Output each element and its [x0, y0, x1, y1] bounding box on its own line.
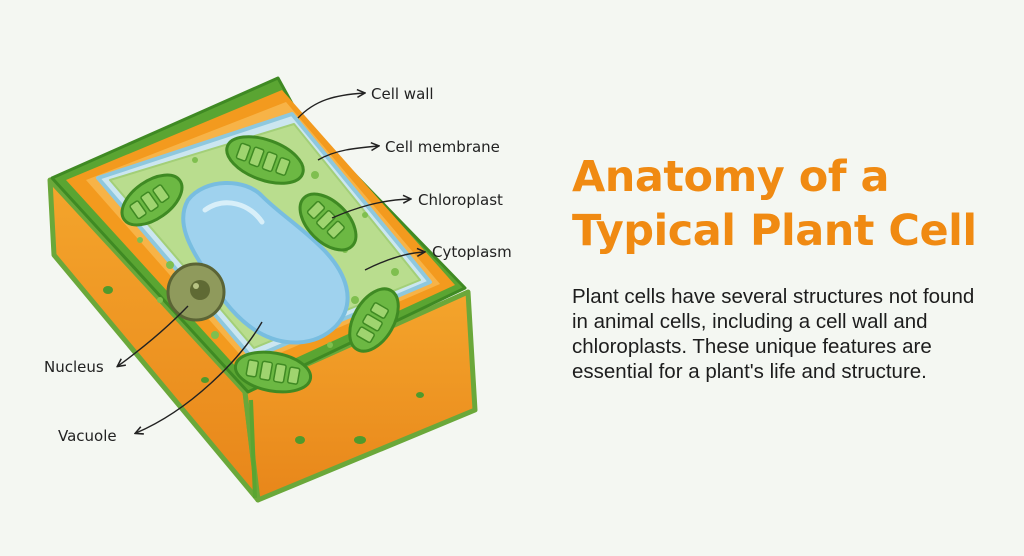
plant-cell-diagram: Cell wall Cell membrane Chloroplast Cyto… — [44, 76, 512, 503]
leader-cell-wall — [297, 93, 364, 119]
title-line-2: Typical Plant Cell — [572, 206, 977, 256]
leader-nucleus — [118, 305, 189, 366]
page-title: Anatomy of a Typical Plant Cell — [572, 150, 1012, 258]
label-vacuole: Vacuole — [58, 427, 117, 445]
chloroplast-far-right — [348, 287, 400, 353]
label-nucleus: Nucleus — [44, 358, 104, 376]
chloroplast-left — [120, 173, 184, 227]
label-chloroplast: Chloroplast — [418, 191, 503, 209]
label-cytoplasm: Cytoplasm — [432, 243, 512, 261]
nucleus — [166, 262, 226, 322]
chloroplast-right — [298, 192, 358, 252]
description: Plant cells have several structures not … — [572, 285, 975, 383]
leader-cell-membrane — [317, 146, 378, 161]
title-line-1: Anatomy of a — [572, 152, 890, 202]
chloroplast-top — [225, 135, 305, 185]
leader-vacuole — [136, 321, 263, 433]
label-cell-membrane: Cell membrane — [385, 138, 500, 156]
leader-cytoplasm — [364, 252, 424, 271]
label-cell-wall: Cell wall — [371, 85, 434, 103]
chloroplast-bottom — [233, 350, 313, 394]
leader-chloroplast — [331, 199, 410, 219]
